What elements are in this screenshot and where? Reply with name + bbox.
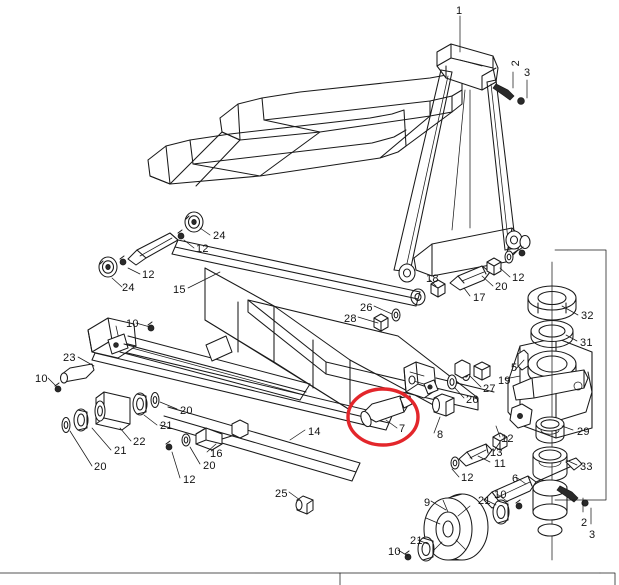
callout-label-2: 2 [510, 60, 522, 67]
thrust-ring-29 [535, 416, 565, 444]
callout-label-10: 10 [494, 489, 507, 501]
load-roller-left [98, 256, 118, 278]
pull-bar-tube [119, 335, 311, 401]
split-pin-10-left [54, 382, 62, 393]
callout-label-26: 26 [466, 394, 479, 406]
callout-label-29: 29 [577, 426, 590, 438]
callout-label-21: 21 [160, 420, 173, 432]
fork-rail-second [91, 345, 393, 431]
pin-11-assembly [450, 432, 508, 470]
load-roller-right [184, 211, 204, 233]
callout-label-24: 24 [122, 282, 135, 294]
roller-axle-rod [119, 229, 185, 266]
callout-label-11: 11 [494, 458, 507, 470]
bushing-25 [295, 495, 314, 515]
handle-bolt-nut [492, 83, 525, 105]
callout-label-12: 12 [461, 472, 474, 484]
callout-label-5: 5 [511, 362, 518, 374]
bottom-bolt-nut [556, 485, 589, 507]
tiller-handle-assembly [393, 43, 531, 306]
callout-label-17: 17 [473, 292, 486, 304]
fork-blade-lower [147, 109, 407, 185]
callout-label-12: 12 [183, 474, 196, 486]
fork-top-plate [169, 111, 453, 187]
fork-body-plate [247, 299, 479, 411]
callout-label-21: 21 [478, 495, 491, 507]
wheel-bearing-left [404, 536, 435, 562]
callout-label-9: 9 [424, 497, 431, 509]
link-rod-17 [430, 246, 526, 298]
callout-label-20: 20 [495, 281, 508, 293]
roller-bushing-stack [61, 391, 160, 434]
callout-label-27: 27 [483, 383, 496, 395]
callout-label-21: 21 [114, 445, 127, 457]
diagram-frame [0, 249, 616, 585]
steer-housing-5 [507, 337, 593, 439]
callout-label-10: 10 [126, 318, 139, 330]
callout-label-16: 16 [210, 448, 223, 460]
callout-label-22: 22 [133, 436, 146, 448]
callout-label-10: 10 [35, 373, 48, 385]
callout-label-33: 33 [580, 461, 593, 473]
fastener-group-26-28 [373, 308, 401, 332]
pin-23 [59, 363, 95, 384]
bushing-sleeve-lower [532, 479, 568, 537]
bushing-8 [431, 393, 455, 417]
steer-axle-6 [483, 457, 583, 509]
callout-label-24: 24 [213, 230, 226, 242]
leader-lines [47, 15, 592, 557]
link-16-assembly [165, 419, 249, 451]
callout-label-20: 20 [203, 460, 216, 472]
callout-label-12: 12 [142, 269, 155, 281]
callout-label-26: 26 [360, 302, 373, 314]
callout-label-18: 18 [426, 273, 439, 285]
callout-label-21: 21 [410, 535, 423, 547]
callout-label-12: 12 [196, 243, 209, 255]
callout-label-14: 14 [308, 426, 321, 438]
callout-label-20: 20 [180, 405, 193, 417]
fastener-group-26-27 [435, 359, 495, 393]
pull-bar-head [87, 317, 137, 359]
callout-label-19: 19 [498, 375, 511, 387]
callout-label-15: 15 [173, 284, 186, 296]
wheel-bearing-right [492, 499, 523, 525]
steer-wheel-9 [423, 493, 489, 561]
pull-bar-tube-lower [159, 406, 361, 482]
fork-blade-upper [219, 69, 463, 141]
callout-label-12: 12 [512, 272, 525, 284]
callout-label-20: 20 [94, 461, 107, 473]
callout-label-23: 23 [63, 352, 76, 364]
callout-label-6: 6 [512, 473, 519, 485]
callout-label-3: 3 [589, 529, 596, 541]
pull-bar-joint [205, 335, 233, 362]
callout-label-7: 7 [399, 423, 406, 435]
callout-label-2: 2 [581, 517, 588, 529]
bushing-33 [532, 446, 568, 482]
callout-label-8: 8 [437, 429, 444, 441]
callout-label-10: 10 [388, 546, 401, 558]
callout-label-32: 32 [581, 310, 594, 322]
callout-label-28: 28 [344, 313, 357, 325]
callout-label-12: 12 [501, 433, 514, 445]
callout-label-25: 25 [275, 488, 288, 500]
center-pivot-bracket [403, 361, 439, 399]
callout-label-1: 1 [456, 5, 463, 17]
callout-label-3: 3 [524, 67, 531, 79]
push-rod-assembly [171, 239, 421, 307]
callout-label-13: 13 [490, 447, 503, 459]
callout-label-31: 31 [580, 337, 593, 349]
